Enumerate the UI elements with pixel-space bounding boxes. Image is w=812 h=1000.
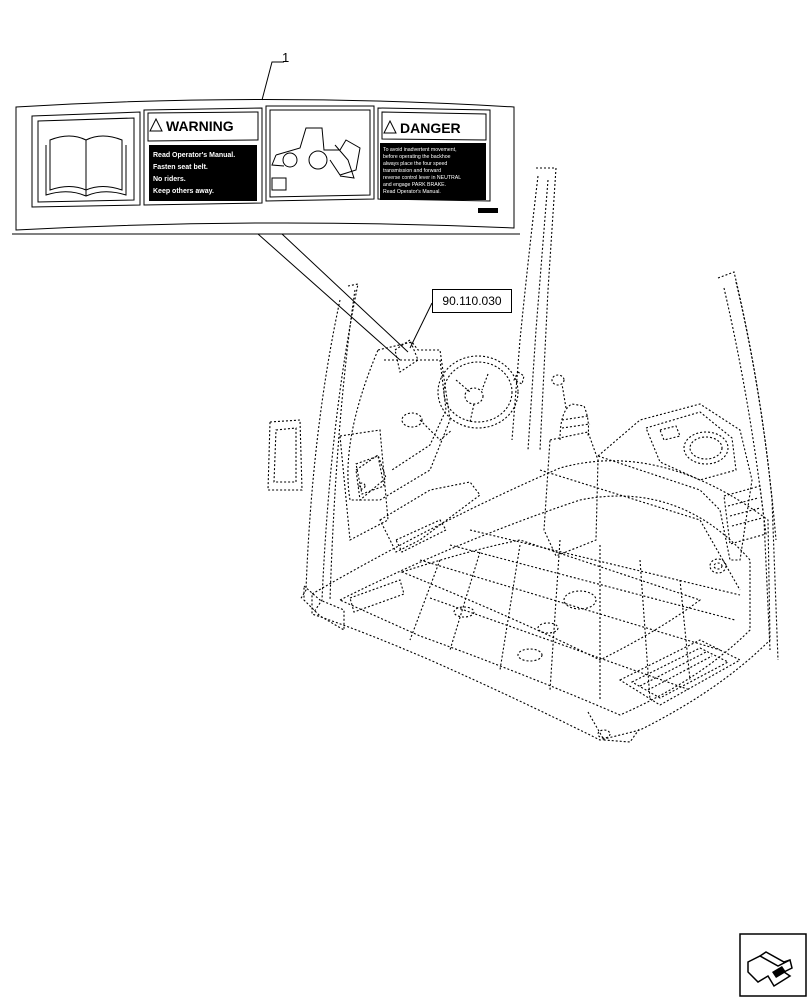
danger-line: and engage PARK BRAKE. — [383, 182, 446, 188]
warning-line: Keep others away. — [153, 188, 214, 195]
warning-line: Fasten seat belt. — [153, 164, 208, 171]
warning-line: Read Operator's Manual. — [153, 152, 235, 159]
item-number: 1 — [282, 50, 290, 65]
safety-decal: WARNING Read Operator's Manual. Fasten s… — [15, 99, 515, 231]
reference-leader — [409, 302, 433, 349]
danger-line: To avoid inadvertent movement, — [383, 147, 457, 153]
danger-triangle-icon — [383, 119, 397, 134]
open-book-icon — [45, 135, 127, 197]
danger-panel: DANGER To avoid inadvertent movement, be… — [377, 107, 491, 202]
danger-line: always place the four speed — [383, 161, 447, 167]
manual-panel — [31, 111, 141, 208]
warning-text-block — [149, 145, 257, 201]
zoom-line — [257, 233, 401, 361]
steering-wheel — [437, 355, 519, 429]
reference-callout[interactable]: 90.110.030 — [432, 289, 512, 313]
danger-line: before operating the backhoe — [383, 154, 451, 160]
shift-console — [543, 431, 599, 557]
danger-heading: DANGER — [400, 120, 461, 136]
warning-line: No riders. — [153, 176, 186, 183]
danger-line: transmission and forward — [383, 168, 441, 174]
machine-panel — [265, 105, 375, 202]
danger-line: Read Operator's Manual. — [383, 189, 441, 195]
warning-triangle-icon — [149, 117, 163, 132]
warning-heading: WARNING — [166, 118, 234, 134]
page-navigation-icon[interactable] — [739, 933, 807, 997]
backhoe-illustration-icon — [271, 127, 361, 179]
item-leader-line — [261, 61, 284, 101]
danger-line: reverse control lever in NEUTRAL — [383, 175, 461, 181]
warning-panel: WARNING Read Operator's Manual. Fasten s… — [143, 107, 263, 206]
zoom-line — [281, 233, 409, 353]
decal-part-code — [478, 208, 498, 213]
cab-floor-assembly — [267, 167, 779, 743]
danger-text-block — [380, 143, 486, 200]
instrument-cluster — [683, 431, 729, 465]
